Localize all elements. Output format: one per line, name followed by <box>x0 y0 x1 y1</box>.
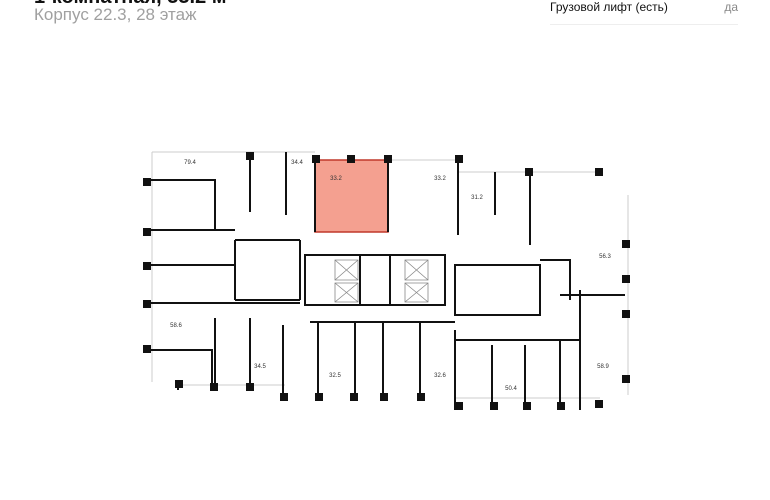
spec-row-freight-elevator: Грузовой лифт (есть) да <box>550 0 738 25</box>
area-label: 58.9 <box>597 364 609 370</box>
area-label: 34.4 <box>291 160 303 166</box>
apartment-labels: 79.4 34.4 33.2 33.2 31.2 56.3 58.6 34.5 … <box>170 160 611 392</box>
area-label: 31.2 <box>471 195 483 201</box>
area-label: 32.6 <box>434 373 446 379</box>
spec-value: да <box>724 0 738 14</box>
walls <box>145 152 625 410</box>
area-label: 79.4 <box>184 160 196 166</box>
selected-apartment[interactable] <box>314 159 389 233</box>
area-label: 58.6 <box>170 323 182 329</box>
columns <box>143 152 630 410</box>
apartment-title: 1-комнатная, 33.2 м² <box>34 0 233 9</box>
area-label: 50.4 <box>505 386 517 392</box>
area-label: 32.5 <box>329 373 341 379</box>
area-label: 34.5 <box>254 364 266 370</box>
area-label: 33.2 <box>434 176 446 182</box>
area-label: 56.3 <box>599 254 611 260</box>
elevators <box>334 259 429 303</box>
building-floor-subtitle: Корпус 22.3, 28 этаж <box>34 5 197 24</box>
spec-label: Грузовой лифт (есть) <box>550 0 668 14</box>
area-label[interactable]: 33.2 <box>330 176 342 182</box>
